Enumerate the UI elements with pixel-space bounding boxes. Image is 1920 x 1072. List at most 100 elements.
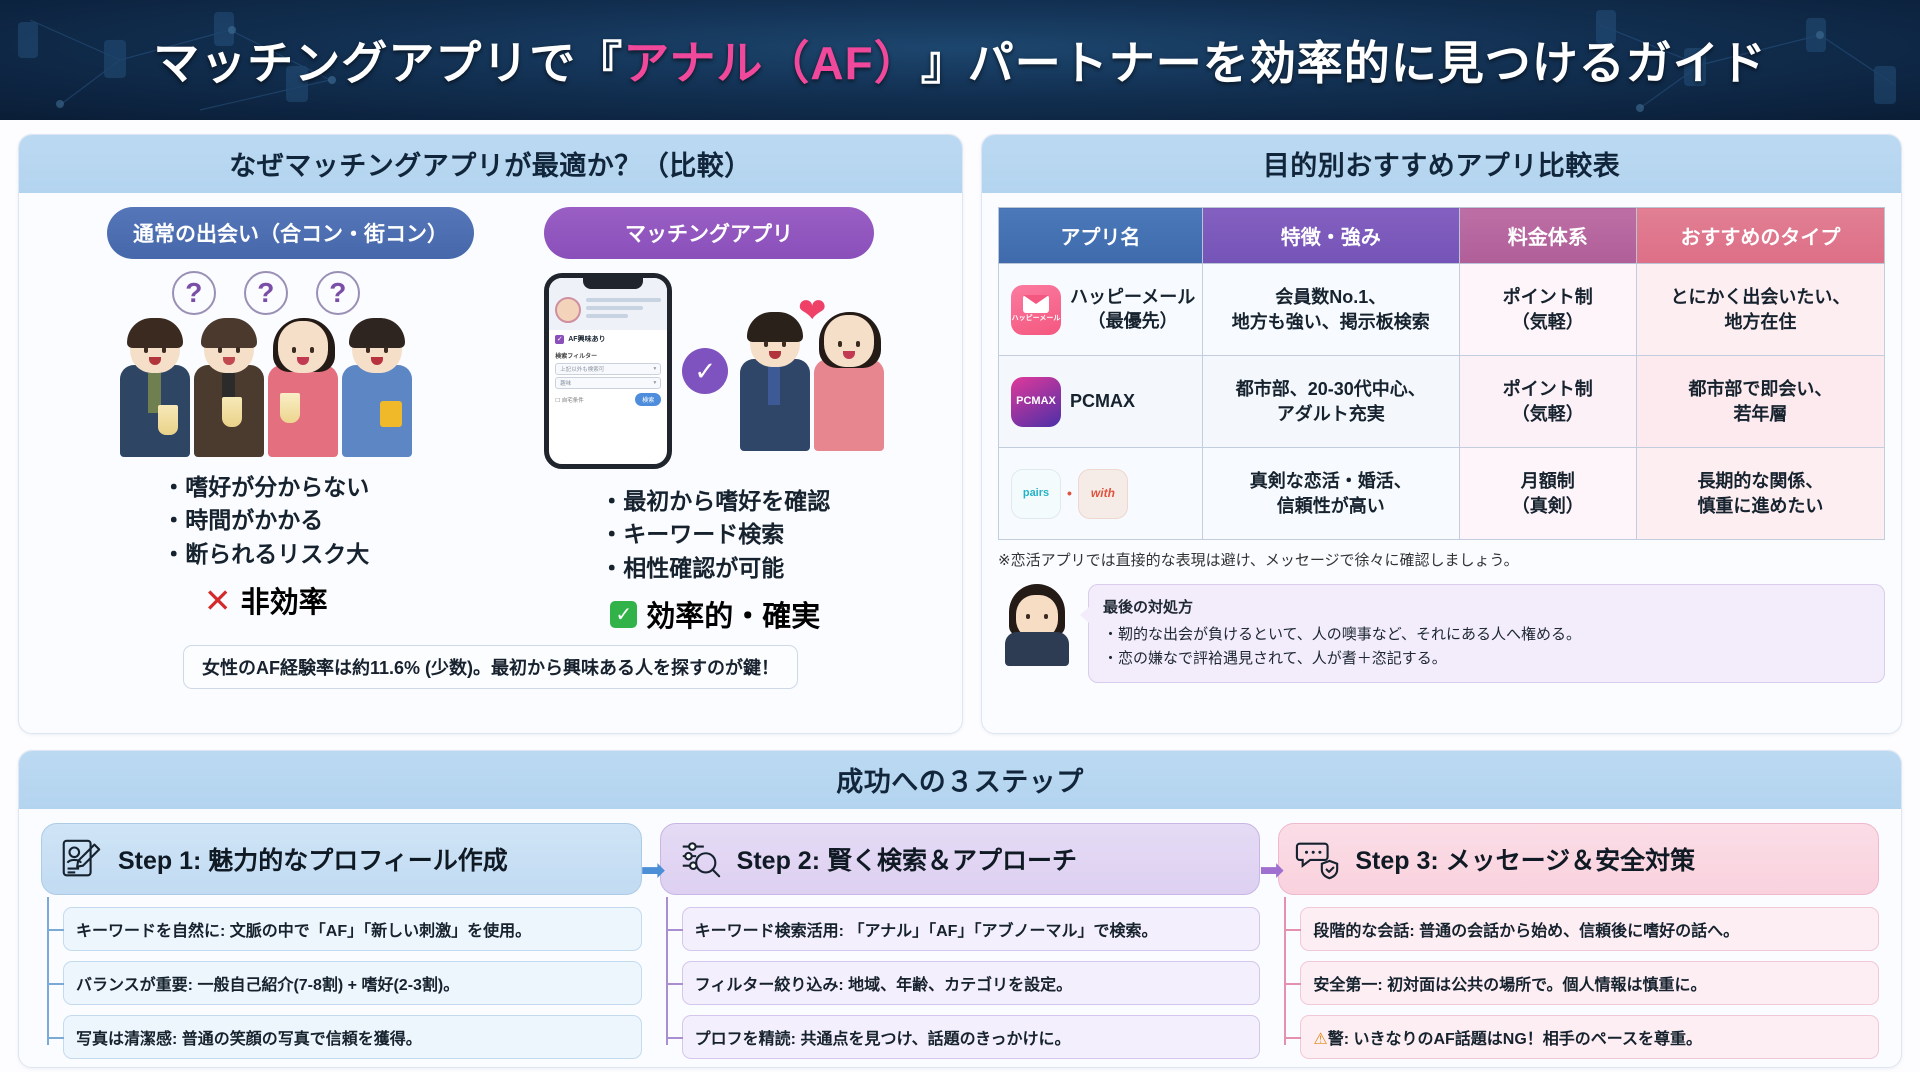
step-1-items: キーワードを自然に: 文脈の中で「AF」「新しい刺激」を使用。 バランスが重要:… [41, 897, 642, 1067]
comparison-columns: ? ? ? [41, 271, 940, 635]
filter-select-1[interactable]: 上記以外も検索可 ▾ [555, 363, 662, 375]
pairs-icon: pairs [1011, 468, 1061, 519]
feature-line1: 会員数No.1、 [1275, 287, 1387, 308]
heart-icon: ❤ [798, 292, 827, 330]
step-3: Step 3: メッセージ＆安全対策 段階的な会話: 普通の会話から始め、信頼後… [1278, 823, 1880, 1067]
filter-select-2[interactable]: 趣味 ▾ [555, 377, 662, 389]
price-line1: ポイント制 [1502, 379, 1593, 400]
step-1-title: Step 1: 魅力的なプロフィール作成 [118, 847, 508, 875]
pill-matching-app: マッチングアプリ [544, 207, 874, 259]
title-quote-open: 『 [576, 37, 624, 89]
app-bullets: ・最初から嗜好を確認 ・キーワード検索 ・相性確認が可能 [600, 485, 830, 585]
checkbox-checked-icon: ✓ [555, 334, 565, 344]
header-banner: マッチングアプリで 『 アナル（AF） 』 パートナーを効率的に見つけるガイド [0, 0, 1920, 120]
cell-feature: 真剣な恋活・婚活、 信頼性が高い [1201, 447, 1460, 540]
cell-price: 月額制 （真剣） [1458, 447, 1637, 540]
bullet-item: ・嗜好が分からない [162, 474, 370, 500]
cross-icon: ✕ [203, 581, 232, 619]
app-table-body: アプリ名 特徴・強み 料金体系 おすすめのタイプ [982, 193, 1901, 733]
price-line2: （気軽） [1511, 311, 1584, 332]
cell-price: ポイント制 （気軽） [1458, 355, 1637, 448]
column-header-feature: 特徴・強み [1201, 207, 1460, 264]
traditional-verdict: ✕ 非効率 [204, 579, 328, 621]
column-header-type: おすすめのタイプ [1635, 207, 1886, 264]
secondary-checkbox[interactable]: ☐ 自宅条件 [555, 397, 584, 404]
icon-caption: PCMAX [1016, 395, 1056, 408]
step-3-title: Step 3: メッセージ＆安全対策 [1355, 847, 1696, 875]
filter-footer: ☐ 自宅条件 検索 [555, 393, 662, 406]
profile-edit-icon [62, 839, 101, 877]
cell-feature: 会員数No.1、 地方も強い、掲示板検索 [1201, 263, 1460, 356]
advisor-avatar [998, 584, 1076, 666]
step-item-warning: ⚠警: いきなりのAF話題はNG！相手のペースを尊重。 [1285, 1015, 1880, 1059]
comparison-pills: 通常の出会い（合コン・街コン） マッチングアプリ [41, 207, 940, 259]
app-table-card: 目的別おすすめアプリ比較表 アプリ名 特徴・強み 料金体系 おすすめのタイプ [981, 134, 1902, 734]
app-verdict: ✓ 効率的・確実 [610, 593, 820, 635]
question-marks: ? ? ? [171, 271, 360, 315]
people-illustration [118, 317, 414, 457]
table-row: ハッピーメール ハッピーメール （最優先） [998, 263, 1886, 356]
type-line1: 長期的な関係、 [1697, 471, 1824, 492]
type-line1: とにかく出会いたい、 [1670, 287, 1851, 308]
icon-caption: ハッピーメール [1011, 315, 1061, 323]
person-figure [192, 318, 266, 457]
phone-mockup: ✓ AF興味あり 検索フィルター 上記以外も検索可 ▾ [544, 273, 673, 469]
question-icon: ? [243, 271, 288, 315]
step-3-items: 段階的な会話: 普通の会話から始め、信頼後に嗜好の話へ。 安全第一: 初対面は公… [1278, 897, 1880, 1067]
table-header-row: アプリ名 特徴・強み 料金体系 おすすめのタイプ [998, 207, 1886, 264]
app-name-line1: ハッピーメール [1070, 287, 1196, 308]
bullet-item: ・断られるリスク大 [162, 540, 370, 567]
warning-icon: ⚠ [1313, 1031, 1328, 1048]
phone-notch [583, 278, 644, 289]
comparison-heading: なぜマッチングアプリが最適か？（比較） [19, 135, 962, 193]
select-value: 趣味 [560, 381, 572, 387]
verdict-label: 非効率 [240, 587, 328, 620]
step-item: キーワードを自然に: 文脈の中で「AF」「新しい刺激」を使用。 [48, 907, 642, 951]
step-item: 写真は清潔感: 普通の笑顔の写真で信頼を獲得。 [48, 1015, 642, 1059]
app-column: ✓ AF興味あり 検索フィルター 上記以外も検索可 ▾ [491, 271, 941, 635]
step-item: 安全第一: 初対面は公共の場所で。個人情報は慎重に。 [1285, 961, 1880, 1005]
price-line2: （真剣） [1511, 495, 1584, 516]
app-table-heading: 目的別おすすめアプリ比較表 [982, 135, 1901, 193]
bullet-item: ・相性確認が可能 [600, 554, 785, 581]
icon-caption: with [1090, 486, 1115, 501]
cell-app-name: pairs • with [998, 447, 1203, 540]
title-quote-close: 』 [920, 37, 968, 89]
feature-line2: 信頼性が高い [1276, 495, 1385, 516]
advice-line: ・恋の嫌なで評袷遇見されて、人が耆＋恣記する。 [1103, 650, 1447, 667]
cell-app-name: PCMAX PCMAX [998, 355, 1203, 448]
type-line2: 地方在住 [1724, 311, 1797, 332]
table-row: pairs • with 真剣な恋活・婚活、 [998, 447, 1886, 540]
column-header-price: 料金体系 [1458, 207, 1637, 264]
steps-card: 成功への３ステップ Step 1: 魅力的なプロフィール作成 ➡ [18, 750, 1902, 1068]
chevron-down-icon: ▾ [653, 380, 657, 386]
traditional-column: ? ? ? [41, 271, 491, 635]
cell-app-name: ハッピーメール ハッピーメール （最優先） [998, 263, 1203, 356]
advice-line: ・靭的な出会が負けるといて、人の噢事など、それにある人へ権める。 [1103, 626, 1582, 643]
feature-line2: アダルト充実 [1276, 403, 1385, 424]
af-interest-checkbox[interactable]: ✓ AF興味あり [549, 330, 667, 348]
search-button[interactable]: 検索 [635, 393, 662, 406]
chevron-down-icon: ▾ [653, 366, 657, 372]
step-2: Step 2: 賢く検索＆アプローチ ➡ キーワード検索活用: 「アナル」「AF… [659, 823, 1284, 1067]
cell-price: ポイント制 （気軽） [1458, 263, 1637, 356]
icon-caption: pairs [1022, 487, 1050, 500]
traditional-bullets: ・嗜好が分からない ・時間がかかる ・断られるリスク大 [162, 471, 369, 571]
step-item: プロフを精読: 共通点を見つけ、話題のきっかけに。 [666, 1015, 1261, 1059]
content-stage: なぜマッチングアプリが最適か？（比較） 通常の出会い（合コン・街コン） マッチン… [0, 120, 1920, 1072]
step-2-header: Step 2: 賢く検索＆アプローチ [659, 823, 1261, 895]
avatar [555, 297, 582, 323]
step-item: バランスが重要: 一般自己紹介(7-8割) + 嗜好(2-3割)。 [48, 961, 642, 1005]
feature-line1: 真剣な恋活・婚活、 [1249, 471, 1412, 492]
person-figure [738, 312, 812, 451]
app-name-line1: PCMAX [1070, 390, 1136, 411]
person-figure [812, 312, 886, 451]
type-line2: 慎重に進めたい [1697, 495, 1824, 516]
step-1: Step 1: 魅力的なプロフィール作成 ➡ キーワードを自然に: 文脈の中で「… [41, 823, 666, 1067]
steps-heading: 成功への３ステップ [19, 751, 1901, 809]
step-item-text: 警: いきなりのAF話題はNG！相手のペースを尊重。 [1327, 1031, 1702, 1048]
af-stat-note: 女性のAF経験率は約11.6% (少数)。最初から興味ある人を探すのが鍵！ [182, 645, 799, 690]
advice-block: 最後の対処方 ・靭的な出会が負けるといて、人の噢事など、それにある人へ権める。 … [998, 584, 1885, 683]
step-2-title: Step 2: 賢く検索＆アプローチ [736, 847, 1077, 875]
separator-dot: • [1067, 485, 1072, 502]
